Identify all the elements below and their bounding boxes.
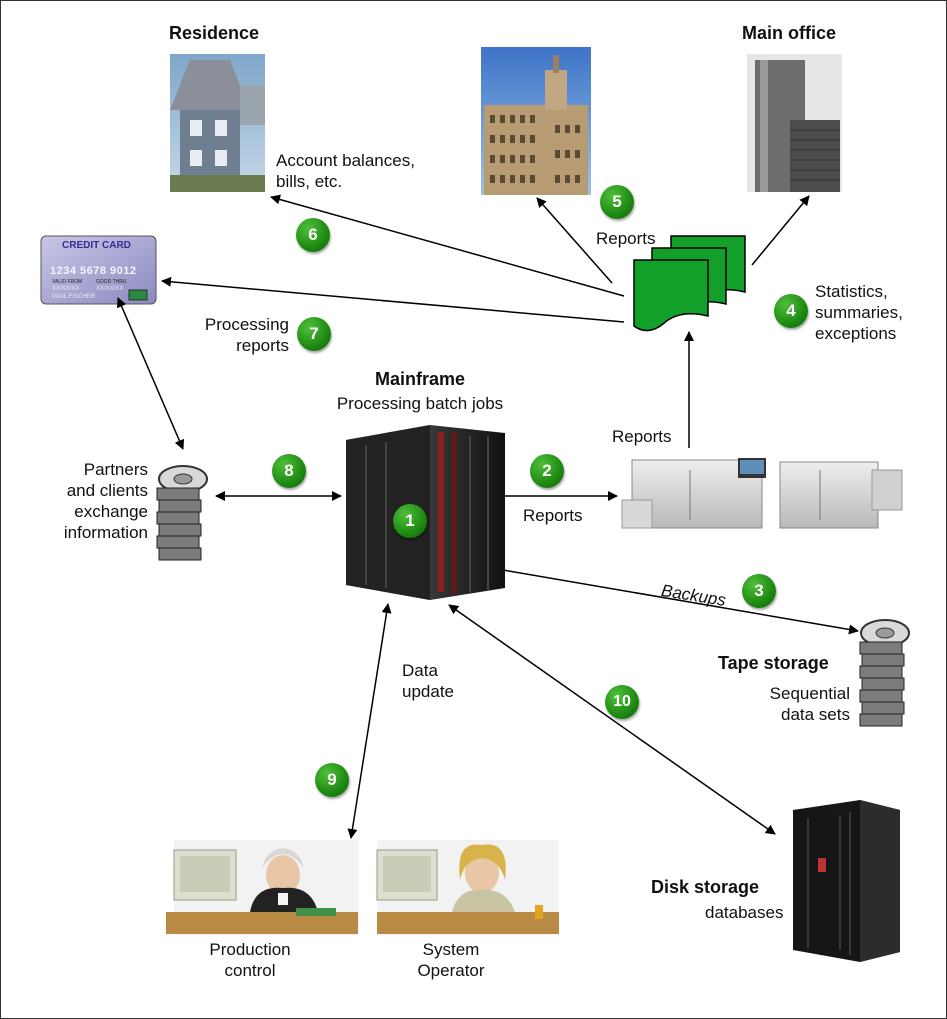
arrow-card-partners (116, 297, 185, 450)
disk-storage-title: Disk storage (651, 877, 760, 897)
printers-image (621, 458, 903, 529)
report-pages-icon (633, 235, 746, 332)
residence-image (170, 54, 265, 192)
processing-reports-label: Processing reports (204, 315, 289, 355)
arrow-data-update (347, 603, 392, 839)
account-balances-label: Account balances, bills, etc. (276, 151, 415, 191)
data-update-label: Data update (402, 661, 454, 701)
credit-card-date-thru: XX/XX/XX (96, 286, 124, 292)
disk-storage-image (793, 800, 900, 962)
mainframe-title: Mainframe (374, 369, 466, 389)
system-operator-label: System Operator (417, 940, 485, 980)
badge-5: 5 (600, 185, 634, 219)
credit-card-good-thru: GOOD THRU (96, 279, 127, 285)
badge-9: 9 (315, 763, 349, 797)
partners-label: Partners and clients exchange informatio… (63, 460, 148, 542)
reports-printer-label: Reports (612, 427, 672, 446)
badge-8: 8 (272, 454, 306, 488)
arrow-reports-to-credit-card (161, 276, 625, 323)
arrow-disk-storage (448, 604, 776, 835)
tape-storage-title: Tape storage (718, 653, 829, 673)
arrow-backups (502, 569, 859, 635)
production-control-image (166, 840, 359, 935)
reports-top-label: Reports (596, 229, 656, 248)
main-office-title: Main office (742, 23, 837, 43)
badge-4: 4 (774, 294, 808, 328)
residence-title: Residence (169, 23, 260, 43)
main-office-image (747, 54, 842, 192)
badge-7: 7 (297, 317, 331, 351)
arrows (116, 194, 859, 839)
badge-10: 10 (605, 685, 639, 719)
credit-card-date-from: XX/XX/XX (52, 286, 80, 292)
arrow-reports-to-residence (270, 194, 625, 297)
reports-arrow-label: Reports (523, 506, 583, 525)
badge-3: 3 (742, 574, 776, 608)
badge-1: 1 (393, 504, 427, 538)
office-tower-image (481, 47, 591, 195)
databases-label: databases (705, 903, 784, 922)
credit-card-holder: PAUL FISCHER (52, 294, 96, 300)
credit-card-image (40, 235, 157, 305)
tape-storage-disk-stack (859, 619, 910, 727)
credit-card-title: CREDIT CARD (62, 240, 131, 251)
credit-card-valid-from: VALID FROM (52, 279, 83, 285)
mainframe-image (346, 425, 505, 600)
system-operator-image (376, 840, 559, 935)
sequential-label: Sequential data sets (769, 684, 850, 724)
arrow-reports-to-tower (536, 197, 613, 284)
credit-card-number: 1234 5678 9012 (50, 265, 137, 277)
mainframe-subtitle: Processing batch jobs (336, 394, 504, 413)
arrow-reports-to-main-office (751, 195, 810, 266)
badge-6: 6 (296, 218, 330, 252)
production-control-label: Production control (209, 940, 291, 980)
badge-2: 2 (530, 454, 564, 488)
partners-disk-stack (156, 465, 208, 561)
statistics-label: Statistics, summaries, exceptions (815, 282, 903, 343)
